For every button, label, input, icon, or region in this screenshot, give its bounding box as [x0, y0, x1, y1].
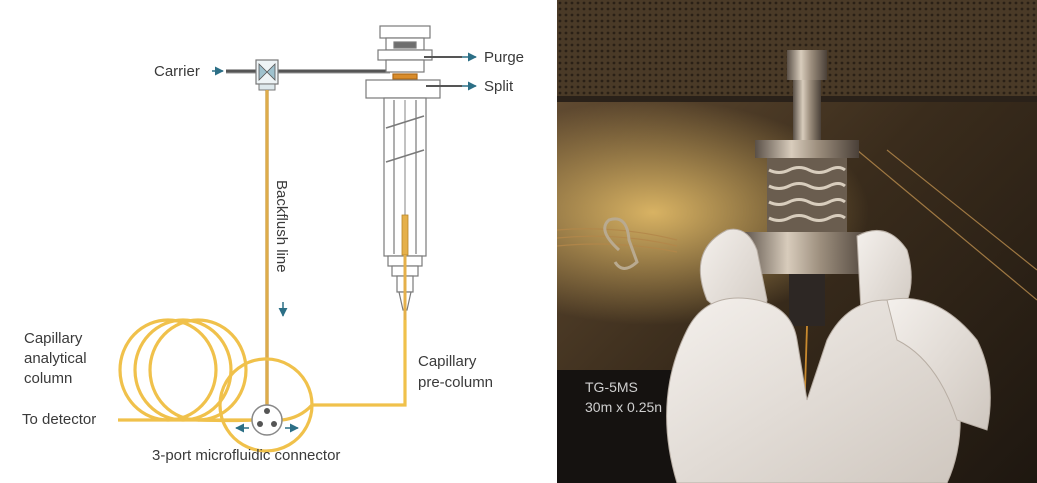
carrier-label: Carrier — [154, 63, 200, 80]
purge-label: Purge — [484, 49, 524, 66]
column-wires — [557, 149, 1037, 301]
gloved-hand — [666, 228, 991, 483]
analytical-column-label-3: column — [24, 370, 72, 387]
carrier-gas-line — [226, 69, 390, 74]
pre-column-capillary — [218, 320, 407, 453]
connector-label: 3-port microfluidic connector — [152, 447, 340, 464]
column-label-2: 30m x 0.25n — [585, 399, 662, 415]
pre-column-to-connector — [281, 403, 314, 422]
analytical-column-label-2: analytical — [24, 350, 87, 367]
to-detector-label: To detector — [22, 411, 96, 428]
pre-column-label-1: Capillary — [418, 353, 477, 370]
inlet-backflush-diagram: Carrier Purge Split Backflush line Capil… — [22, 25, 524, 464]
pre-column-label-2: pre-column — [418, 374, 493, 391]
injector — [365, 25, 462, 311]
connector-photo: TG-5MS 30m x 0.25n — [557, 0, 1037, 483]
hanger-hook — [603, 217, 639, 270]
inlet-liner-capillary — [401, 214, 409, 322]
backflush-line-label: Backflush line — [273, 180, 290, 273]
column-label-1: TG-5MS — [585, 379, 638, 395]
split-label: Split — [484, 78, 514, 95]
tee-fitting — [255, 59, 279, 91]
analytical-column-label-1: Capillary — [24, 330, 83, 347]
inlet-fitting — [755, 50, 859, 158]
analytical-column-coil — [118, 318, 253, 423]
connector-assembly — [742, 158, 872, 326]
microfluidic-connector — [251, 404, 283, 436]
